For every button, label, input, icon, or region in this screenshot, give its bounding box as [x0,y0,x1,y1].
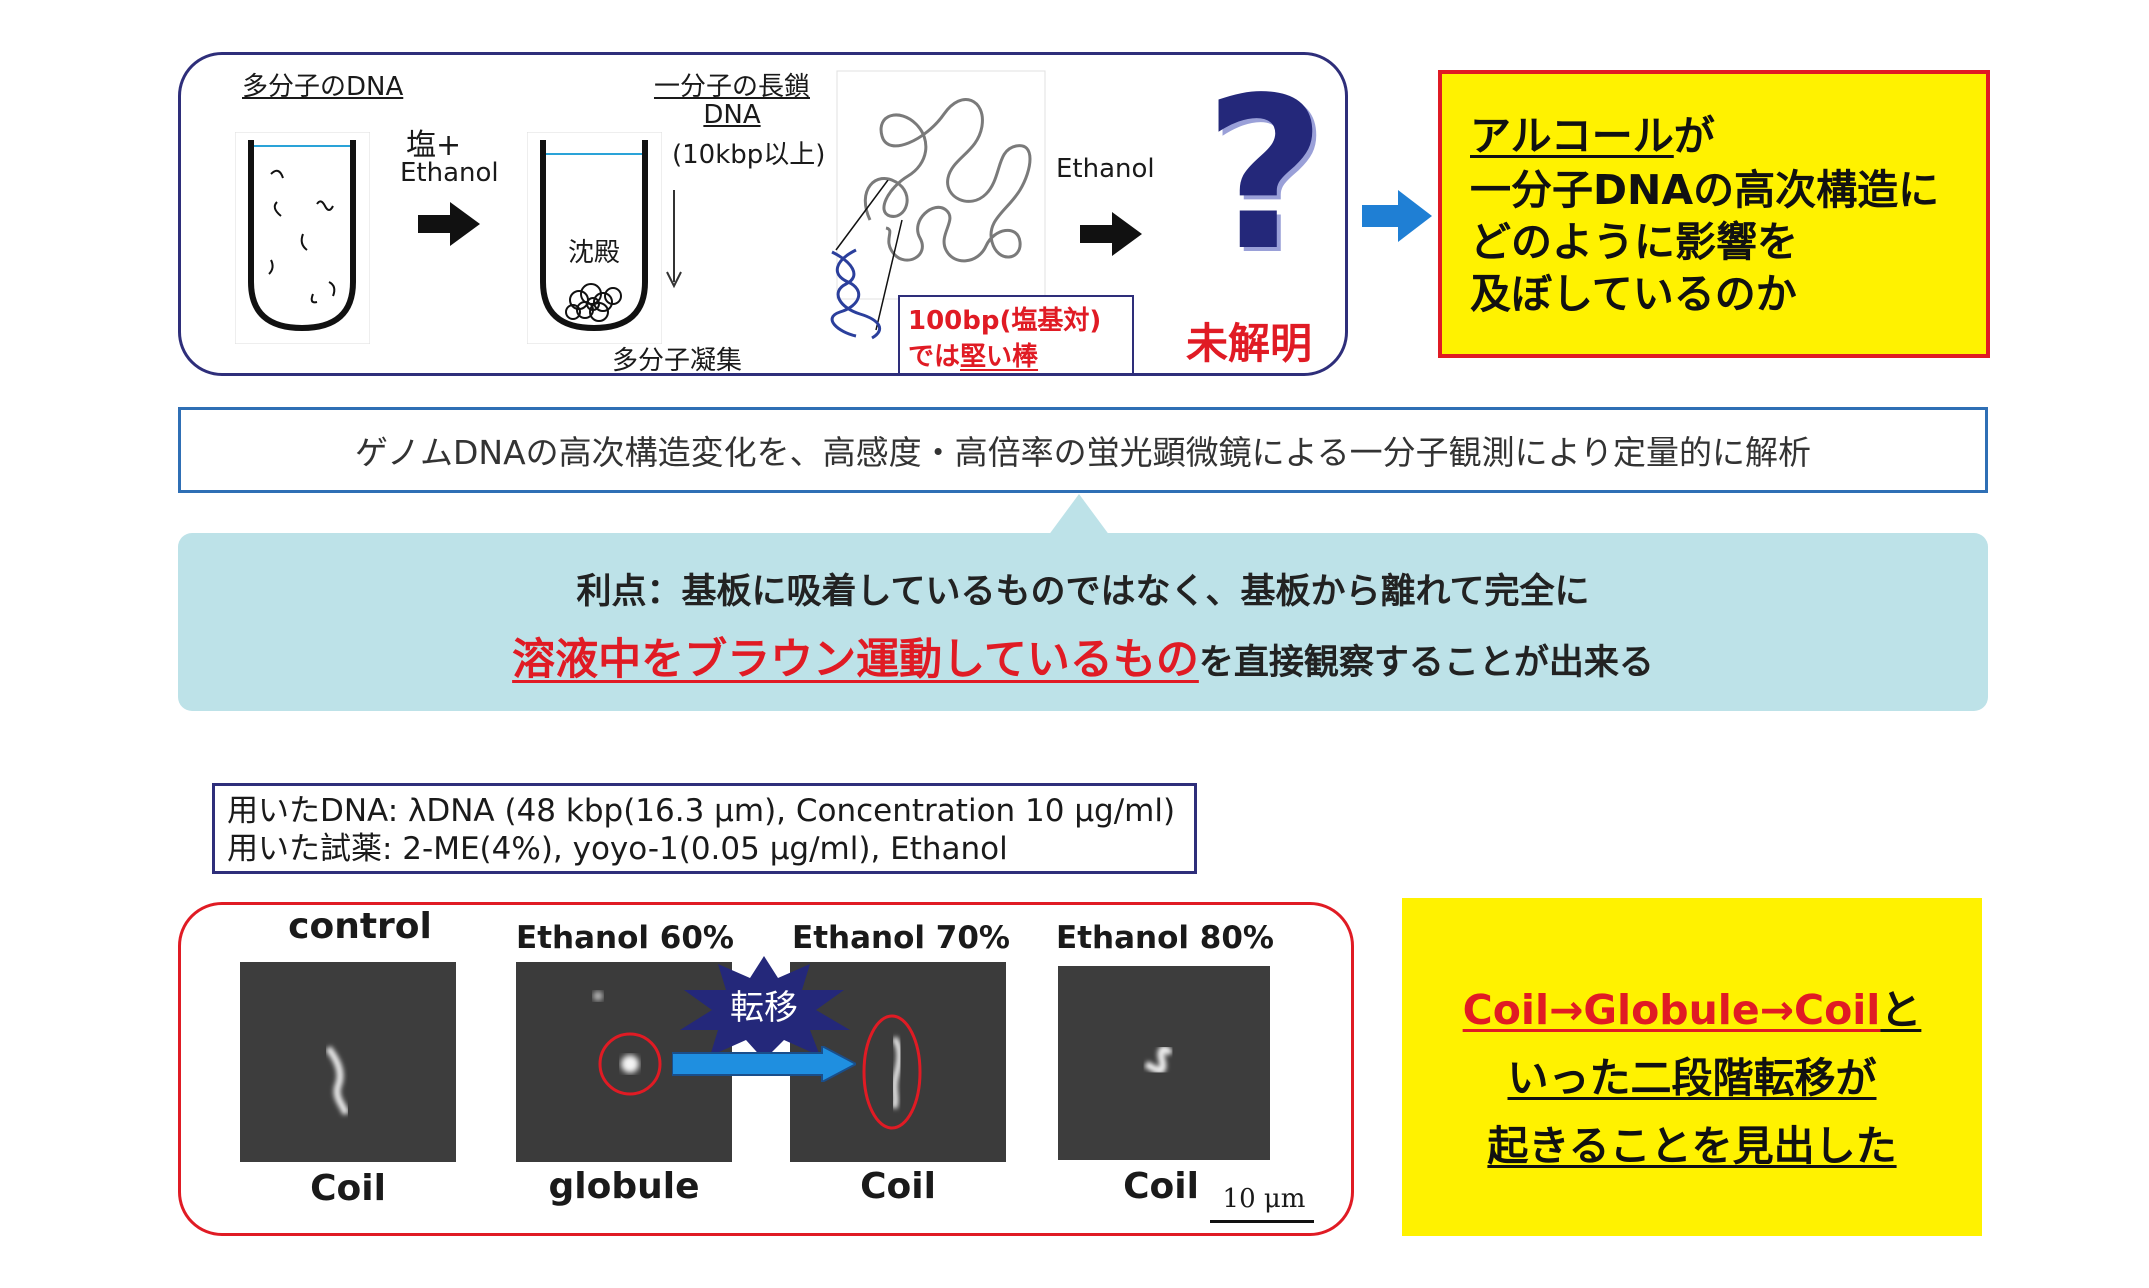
black-arrow-icon [418,202,480,246]
ethanol-label: Ethanol [400,158,499,188]
condition-ethanol-80: Ethanol 80% [1056,920,1274,956]
multi-dna-label: 多分子のDNA [242,72,404,102]
black-arrow-icon-2 [1080,212,1142,256]
ethanol-label-2: Ethanol [1056,154,1155,184]
rod-note-emphasis: 堅い棒 [960,342,1039,372]
result-box [1402,898,1982,1236]
state-ethanol-80: Coil [1123,1166,1199,1207]
question-line4: 及ぼしているのか [1470,270,1797,318]
scale-bar [1210,1220,1314,1223]
single-dna-label-line2: DNA [703,100,761,130]
rod-note-prefix: では [908,342,961,372]
unresolved-label: 未解明 [1186,319,1313,368]
condition-ethanol-70: Ethanol 70% [792,920,1010,956]
transition-burst-icon [680,956,850,1060]
state-ethanol-60: globule [548,1166,700,1207]
rod-note-line1: 100bp(塩基対) [908,306,1102,336]
result-particle: と [1880,986,1922,1034]
question-line3: どのように影響を [1470,218,1798,266]
micrograph-control [240,962,456,1162]
question-line1: アルコールが [1470,110,1715,162]
salt-label: 塩+ [406,128,462,163]
materials-box: 用いたDNA: λDNA (48 kbp(16.3 μm), Concentra… [212,783,1197,874]
materials-dna: 用いたDNA: λDNA (48 kbp(16.3 μm), Concentra… [227,793,1176,829]
condition-control: control [288,906,432,947]
precipitate-label: 沈殿 [568,238,621,268]
state-control: Coil [310,1168,386,1209]
condition-ethanol-60: Ethanol 60% [516,920,734,956]
result-line3: 起きることを見出した [1487,1122,1897,1170]
question-mark-icon: ? [1204,52,1326,297]
experiment-background-panel [178,52,1348,376]
result-transition-sequence: Coil→Globule→Coil [1462,986,1881,1034]
dna-helix-icon [830,180,903,340]
callout-pointer [1048,494,1110,536]
test-tube-dispersed-icon [235,132,370,344]
question-particle: が [1673,112,1715,160]
transition-label: 転移 [730,988,798,1028]
down-arrow-icon [666,190,682,289]
method-description: ゲノムDNAの高次構造変化を、高感度・高倍率の蛍光顕微鏡による一分子観測により定… [178,407,1988,493]
rod-note-box [898,295,1134,375]
transition-arrow-icon [672,1046,856,1082]
result-line1: Coil→Globule→Coilと [1402,976,1982,1036]
materials-reagents: 用いた試薬: 2-ME(4%), yoyo-1(0.05 μg/ml), Eth… [227,831,1008,867]
question-line2: 一分子DNAの高次構造に [1470,166,1940,214]
test-tube-precipitate-icon [527,132,662,344]
single-dna-label-line1: 一分子の長鎖 [653,72,810,102]
question-box [1438,70,1990,358]
result-line2: いった二段階転移が [1507,1054,1877,1102]
advantage-rest: を直接観察することが出来る [1198,643,1654,683]
scale-bar-label: 10 μm [1222,1184,1306,1214]
aggregation-label: 多分子凝集 [612,346,743,376]
question-keyword: アルコール [1470,112,1674,160]
advantage-highlight: 溶液中をブラウン運動しているもの [512,635,1199,685]
advantage-box [178,533,1988,711]
advantage-line2: 溶液中をブラウン運動しているものを直接観察することが出来る [178,625,1988,687]
single-dna-size: (10kbp以上) [672,140,826,170]
micrograph-ethanol-80 [1058,966,1270,1160]
advantage-line1: 利点：基板に吸着しているものではなく、基板から離れて完全に [576,572,1590,612]
blue-arrow-icon [1362,190,1432,242]
long-dna-coil-icon [836,70,1046,300]
rod-note-line2: では堅い棒 [908,336,1038,373]
state-ethanol-70: Coil [860,1166,936,1207]
